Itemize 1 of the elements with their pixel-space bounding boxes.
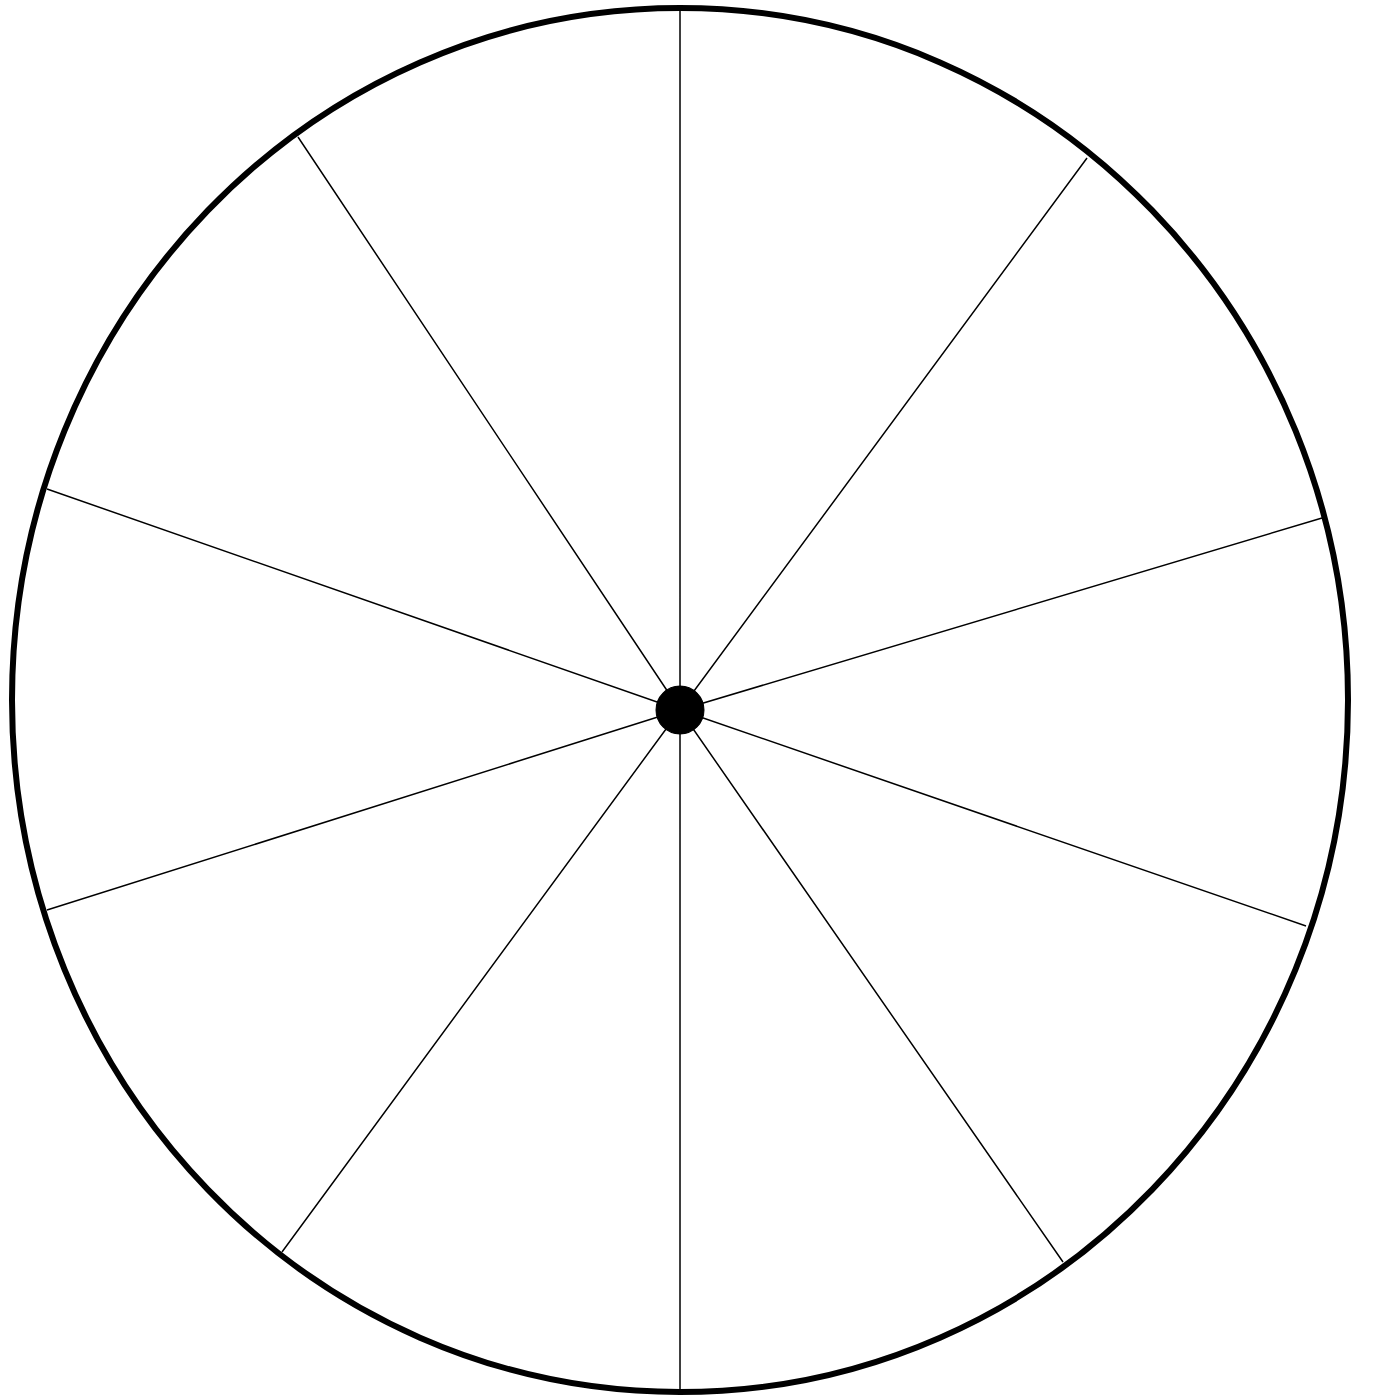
hub-dot — [655, 685, 705, 735]
